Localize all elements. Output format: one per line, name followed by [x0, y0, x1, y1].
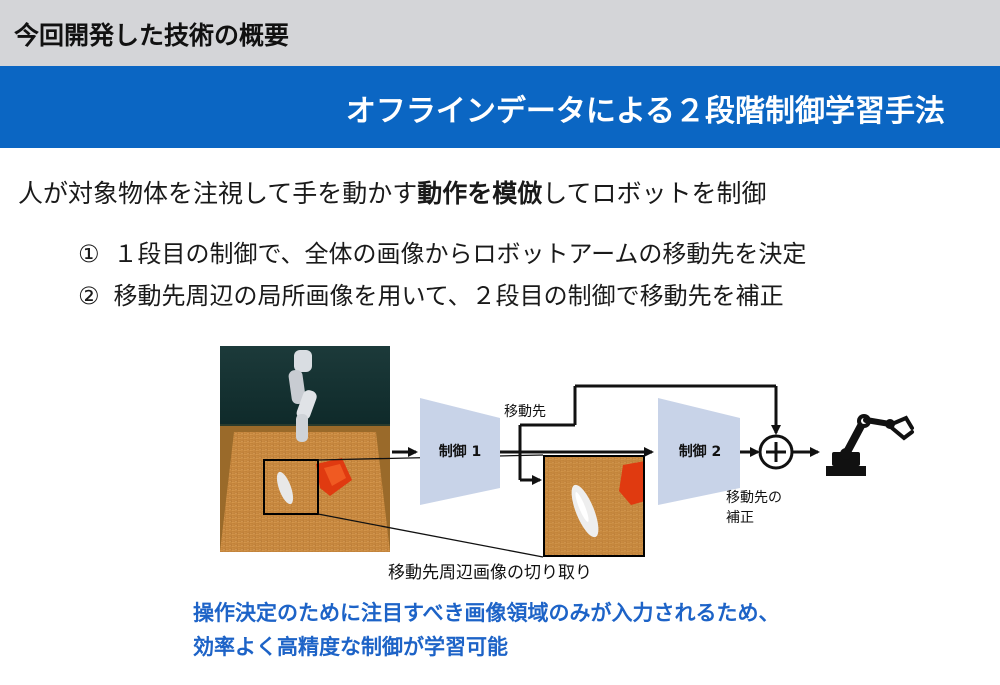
benefit-note: 操作決定のために注目すべき画像領域のみが入力されるため、 効率よく高精度な制御が… [193, 596, 780, 664]
cropped-image [543, 455, 645, 557]
control2-label: 制御 2 [679, 443, 722, 460]
robot-arm-in-scene [288, 350, 317, 442]
destination-label: 移動先 [504, 404, 546, 420]
step-1-text: １段目の制御で、全体の画像からロボットアームの移動先を決定 [113, 240, 807, 268]
title-banner: オフラインデータによる２段階制御学習手法 [0, 66, 1000, 148]
benefit-note-line1: 操作決定のために注目すべき画像領域のみが入力されるため、 [193, 601, 780, 625]
robot-arm-icon [826, 414, 914, 476]
step-1-number: ① [78, 240, 100, 268]
header-bar: 今回開発した技術の概要 [0, 0, 1000, 66]
step-2: ② 移動先周辺の局所画像を用いて、２段目の制御で移動先を補正 [78, 276, 784, 311]
step-2-number: ② [78, 282, 100, 310]
summary-suffix: してロボットを制御 [542, 179, 767, 208]
control2-block [658, 398, 740, 505]
scene-image [220, 346, 390, 552]
crop-caption: 移動先周辺画像の切り取り [388, 563, 592, 583]
step-1: ① １段目の制御で、全体の画像からロボットアームの移動先を決定 [78, 234, 806, 269]
crop-connector-bottom [317, 513, 544, 558]
page-title: 今回開発した技術の概要 [14, 21, 290, 50]
correction-label-line1: 移動先の [726, 490, 782, 506]
control1-label: 制御 1 [439, 443, 482, 460]
summary-prefix: 人が対象物体を注視して手を動かす [18, 179, 418, 208]
summary-line: 人が対象物体を注視して手を動かす動作を模倣してロボットを制御 [18, 174, 767, 210]
correction-label-line2: 補正 [726, 510, 754, 526]
plus-circle-icon [758, 434, 794, 470]
banner-title: オフラインデータによる２段階制御学習手法 [345, 94, 945, 129]
benefit-note-line2: 効率よく高精度な制御が学習可能 [193, 635, 508, 659]
summary-emphasis: 動作を模倣 [417, 179, 543, 208]
step-2-text: 移動先周辺の局所画像を用いて、２段目の制御で移動先を補正 [113, 282, 784, 310]
control1-block [420, 398, 500, 505]
